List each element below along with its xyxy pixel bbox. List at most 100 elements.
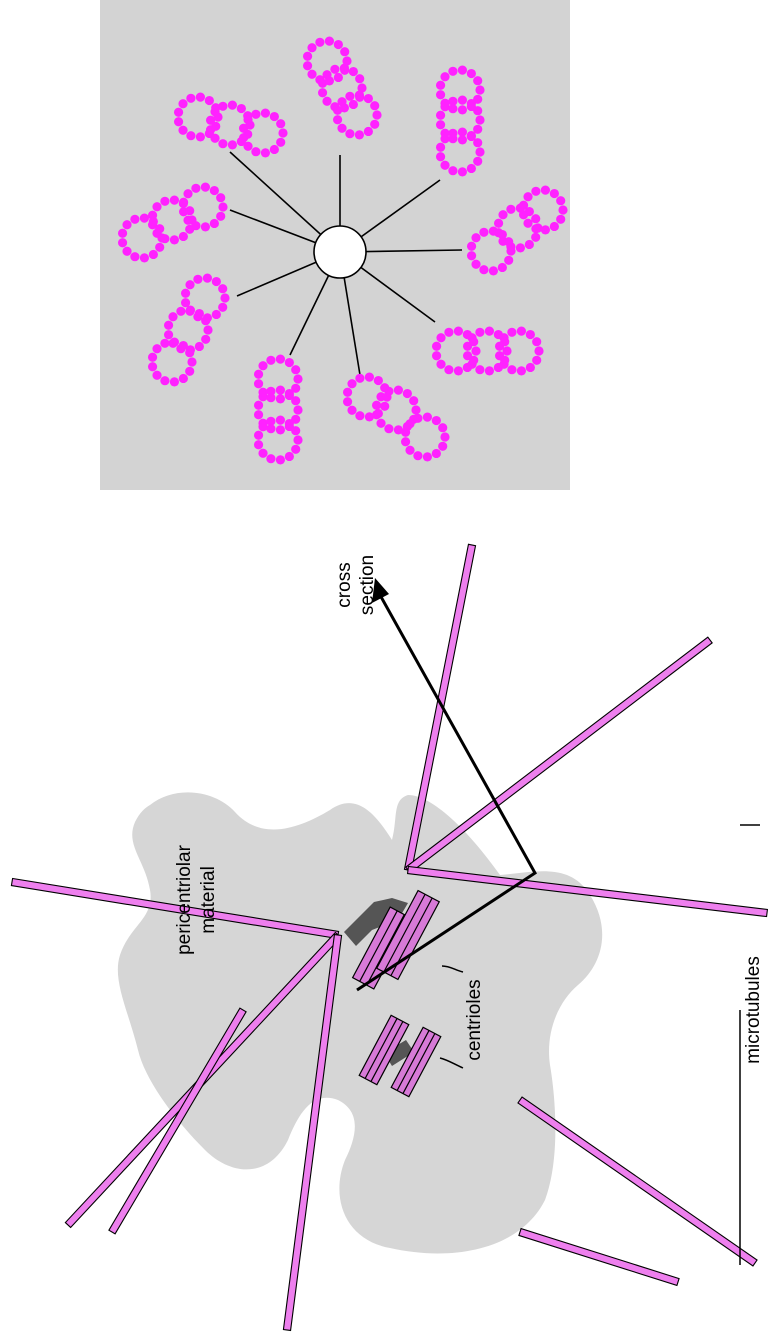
cross-section-arrow	[356, 578, 537, 992]
tubule-1-2	[238, 108, 288, 158]
tubulin-subunit	[457, 105, 468, 115]
cross-section-label-2: section	[357, 555, 378, 615]
tubulin-subunit	[354, 90, 365, 100]
tubulin-subunit	[516, 326, 527, 336]
tubulin-subunit	[507, 365, 517, 375]
tubulin-subunit	[473, 76, 483, 86]
tubulin-subunit	[435, 152, 446, 162]
tubulin-subunit	[448, 96, 458, 106]
tubulin-subunit	[413, 451, 423, 461]
microtubules	[10, 543, 769, 1332]
tubulin-subunit	[168, 312, 178, 322]
tubulin-subunit	[187, 357, 197, 367]
tubulin-subunit	[457, 95, 468, 105]
tubule-3-2	[435, 127, 485, 177]
tubulin-subunit	[191, 183, 201, 193]
tubulin-subunit	[473, 124, 483, 134]
tubulin-subunit	[276, 119, 286, 129]
tubulin-subunit	[243, 141, 253, 151]
tubulin-subunit	[453, 326, 464, 336]
tubulin-subunit	[372, 110, 382, 120]
tubulin-subunit	[266, 386, 276, 396]
tubulin-subunit	[337, 97, 347, 107]
tubulin-subunit	[438, 441, 448, 451]
tubulin-subunit	[148, 249, 158, 260]
tubulin-subunit	[253, 440, 264, 450]
tubulin-subunit	[253, 400, 264, 410]
tubulin-subunit	[531, 232, 541, 242]
tubulin-subunit	[469, 337, 479, 347]
tubulin-subunit	[540, 225, 551, 235]
tubulin-subunit	[497, 262, 507, 273]
tubulin-subunit	[203, 325, 213, 335]
tubulin-subunit	[494, 351, 505, 361]
tubulin-subunit	[475, 85, 485, 95]
tubulin-subunit	[186, 93, 196, 103]
tubulin-subunit	[462, 329, 472, 340]
tubulin-subunit	[220, 293, 230, 303]
tubulin-subunit	[364, 372, 375, 382]
tubulin-subunit	[275, 415, 286, 425]
tubulin-subunit	[466, 101, 476, 112]
triplet-5	[431, 326, 544, 376]
tubulin-subunit	[284, 390, 294, 401]
tubulin-subunit	[448, 166, 458, 176]
tubulin-subunit	[333, 39, 343, 50]
tubulin-subunit	[275, 394, 286, 404]
tubulin-subunit	[218, 139, 228, 149]
tubulin-subunit	[178, 231, 188, 242]
tubulin-subunit	[466, 251, 477, 261]
tubule-2-3	[302, 36, 352, 86]
tubulin-subunit	[342, 56, 352, 66]
tubulin-subunit	[332, 115, 343, 125]
tubulin-subunit	[373, 375, 383, 386]
tubulin-subunit	[499, 359, 509, 369]
triplet-6	[342, 372, 450, 462]
tubulin-subunit	[475, 147, 485, 157]
tubulin-subunit	[204, 128, 214, 139]
lower-centriole-2	[390, 1026, 442, 1098]
tubulin-subunit	[236, 103, 246, 114]
tubulin-subunit	[202, 313, 213, 323]
tubulin-subunit	[269, 111, 279, 122]
tubulin-subunit	[155, 224, 165, 234]
tubulin-subunit	[436, 359, 446, 369]
tubule-6-3	[400, 412, 450, 462]
tubulin-subunit	[484, 366, 495, 376]
tubulin-subunit	[147, 362, 158, 372]
tubulin-subunit	[122, 246, 132, 256]
tubulin-subunit	[278, 128, 288, 138]
tubulin-subunit	[431, 448, 441, 459]
tubulin-subunit	[525, 362, 535, 373]
tubulin-subunit	[293, 405, 303, 415]
tubulin-subunit	[453, 366, 464, 376]
tubulin-subunit	[444, 365, 454, 375]
tubulin-subunit	[293, 435, 303, 445]
tubulin-subunit	[180, 298, 191, 308]
tubulin-subunit	[504, 255, 514, 265]
tubulin-subunit	[393, 425, 404, 435]
tubulin-subunit	[266, 416, 276, 426]
tubulin-subunit	[130, 252, 140, 262]
tubulin-subunit	[216, 193, 226, 203]
tubulin-subunit	[284, 451, 294, 462]
tubulin-subunit	[178, 99, 188, 109]
tubulin-subunit	[260, 108, 271, 118]
tubulin-subunit	[330, 64, 340, 74]
tubulin-subunit	[211, 121, 221, 131]
tubulin-subunit	[195, 92, 206, 102]
tubulin-subunit	[532, 355, 542, 365]
tubulin-subunit	[160, 196, 170, 206]
tubulin-subunit	[205, 115, 216, 125]
cross-section-panel	[100, 0, 570, 490]
tubulin-subunit	[484, 326, 495, 336]
tubulin-subunit	[373, 408, 383, 419]
tubulin-subunit	[291, 444, 301, 454]
lower-dark-material	[384, 1040, 414, 1066]
tubulin-subunit	[444, 327, 454, 337]
tubulin-subunit	[183, 215, 193, 225]
tubulin-subunit	[266, 355, 276, 365]
tubulin-subunit	[302, 61, 313, 71]
tubule-6-2	[342, 372, 392, 422]
tubulin-subunit	[370, 119, 380, 129]
